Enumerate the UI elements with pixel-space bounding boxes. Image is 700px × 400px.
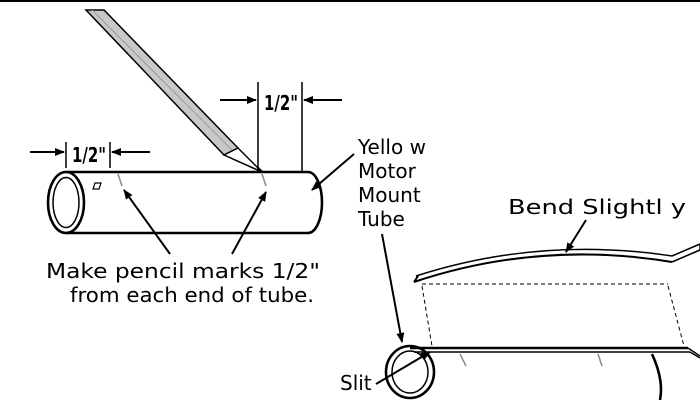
tube-name-line3: Mount bbox=[358, 183, 421, 207]
pencil-icon bbox=[84, 9, 263, 173]
tube-label-arrow bbox=[311, 153, 355, 191]
half-inch-label-left: 1/2" bbox=[72, 143, 106, 167]
instruction-arrow-left bbox=[123, 189, 171, 255]
instruction-arrow-right bbox=[231, 191, 267, 255]
tube-name-label: Yello w Motor Mount Tube bbox=[357, 135, 426, 231]
dimension-right: 1/2" bbox=[220, 82, 342, 172]
bend-arrow bbox=[565, 219, 587, 253]
bent-strip bbox=[413, 243, 700, 347]
half-inch-label-right: 1/2" bbox=[264, 91, 298, 115]
slit-label: Slit bbox=[340, 371, 372, 395]
tube-name-line2: Motor bbox=[358, 159, 417, 183]
dimension-left: 1/2" bbox=[30, 142, 150, 168]
bend-label: Bend Slightl y bbox=[508, 195, 686, 219]
instruction-line1: Make pencil marks 1/2" bbox=[46, 259, 320, 283]
tube-name-line4: Tube bbox=[357, 207, 405, 231]
tube-name-line1: Yello w bbox=[357, 135, 426, 159]
tube-label-arrow-lower bbox=[381, 233, 405, 343]
motor-mount-tube bbox=[46, 170, 324, 235]
instruction-line2: from each end of tube. bbox=[70, 283, 314, 307]
slit-tube bbox=[384, 344, 700, 400]
slit-arrow bbox=[375, 351, 431, 385]
